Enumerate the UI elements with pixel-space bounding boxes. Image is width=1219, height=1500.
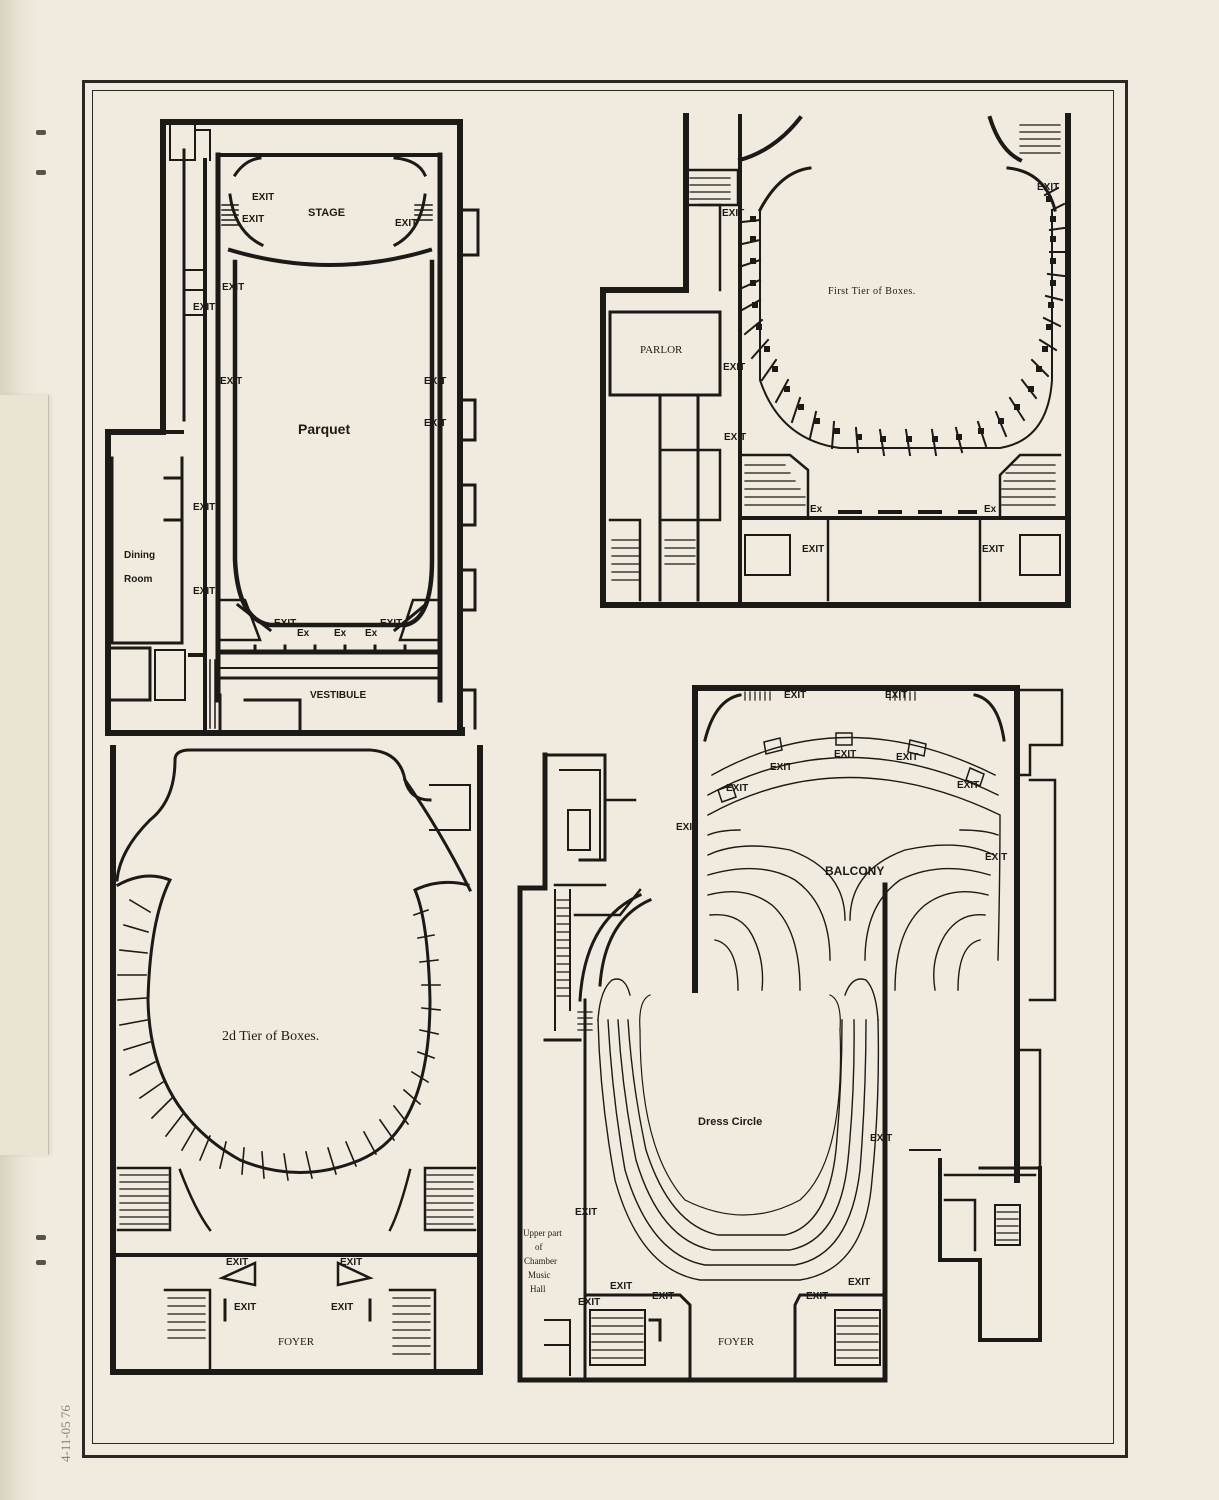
exit-label: EXIT xyxy=(896,752,918,763)
exit-label: EXIT xyxy=(424,418,446,429)
ex-label: Ex xyxy=(810,504,823,515)
exit-label: EXIT xyxy=(242,214,264,225)
dress-circle-plan xyxy=(517,752,1042,1383)
balcony-plan xyxy=(692,685,1064,1183)
exit-label: EXIT xyxy=(885,690,907,701)
exit-label: EXIT xyxy=(1037,182,1059,193)
exit-label: EXIT xyxy=(806,1291,828,1302)
exit-label: EXIT xyxy=(395,218,417,229)
foyer-label: FOYER xyxy=(278,1336,315,1348)
exit-label: EXIT xyxy=(226,1257,248,1268)
page-border-inner xyxy=(92,90,1114,1444)
exit-label: EXIT xyxy=(193,502,215,513)
svg-text:Music: Music xyxy=(528,1270,551,1280)
svg-text:of: of xyxy=(535,1242,543,1252)
parlor-label: PARLOR xyxy=(640,344,683,356)
room-label: Room xyxy=(124,574,152,585)
exit-label: EXIT xyxy=(652,1291,674,1302)
exit-label: EXIT xyxy=(957,780,979,791)
exit-label: EXIT xyxy=(274,618,296,629)
exit-label: EXIT xyxy=(220,376,242,387)
exit-label: EXIT xyxy=(193,586,215,597)
exit-label: EXIT xyxy=(234,1302,256,1313)
exit-label: EXIT xyxy=(340,1257,362,1268)
exit-label: EXIT xyxy=(722,208,744,219)
first-tier-title: First Tier of Boxes. xyxy=(828,286,916,297)
exit-label: EXIT xyxy=(252,192,274,203)
exit-label: EXIT xyxy=(784,690,806,701)
chamber-music-hall-label: Upper part of Chamber Music Hall xyxy=(523,1228,562,1294)
page-border-outer xyxy=(82,80,1128,1458)
archive-note: 4-11-05 76 xyxy=(58,1405,73,1462)
parquet-plan xyxy=(105,119,480,736)
exit-label: EXIT xyxy=(802,544,824,555)
second-tier-title: 2d Tier of Boxes. xyxy=(222,1029,319,1044)
exit-label: EXIT xyxy=(870,1133,892,1144)
exit-label: EXIT xyxy=(982,544,1004,555)
exit-label: EXIT xyxy=(726,783,748,794)
exit-label: EXIT xyxy=(724,432,746,443)
dining-label: Dining xyxy=(124,550,155,561)
exit-label: EXIT xyxy=(575,1207,597,1218)
ex-label: Ex xyxy=(365,628,378,639)
dress-circle-title: Dress Circle xyxy=(698,1116,762,1128)
stage-label: STAGE xyxy=(308,207,345,219)
exit-label: EXIT xyxy=(193,302,215,313)
exit-label: EXIT xyxy=(676,822,698,833)
exit-label: EXIT xyxy=(578,1297,600,1308)
parquet-title: Parquet xyxy=(298,421,350,437)
exit-label: EXIT xyxy=(834,749,856,760)
ex-label: Ex xyxy=(297,628,310,639)
vestibule-label: VESTIBULE xyxy=(310,690,366,701)
ex-label: Ex xyxy=(984,504,997,515)
balcony-title: BALCONY xyxy=(825,864,884,878)
foyer-label: FOYER xyxy=(718,1336,755,1348)
svg-text:Upper part: Upper part xyxy=(523,1228,562,1238)
binding-stitch xyxy=(36,1235,46,1240)
first-tier-plan xyxy=(600,113,1071,608)
exit-label: EXIT xyxy=(331,1302,353,1313)
ex-label: Ex xyxy=(334,628,347,639)
exit-label: EXIT xyxy=(723,362,745,373)
exit-label: EXIT xyxy=(222,282,244,293)
exit-label: EXIT xyxy=(985,852,1007,863)
binding-stitch xyxy=(36,170,46,175)
exit-label: EXIT xyxy=(848,1277,870,1288)
exit-label: EXIT xyxy=(424,376,446,387)
svg-text:Hall: Hall xyxy=(530,1284,546,1294)
exit-label: EXIT xyxy=(770,762,792,773)
exit-label: EXIT xyxy=(610,1281,632,1292)
binding-stitch xyxy=(36,130,46,135)
exit-label: EXIT xyxy=(380,618,402,629)
second-tier-plan xyxy=(110,745,483,1375)
binding-tab xyxy=(0,395,49,1155)
svg-text:Chamber: Chamber xyxy=(524,1256,557,1266)
binding-stitch xyxy=(36,1260,46,1265)
